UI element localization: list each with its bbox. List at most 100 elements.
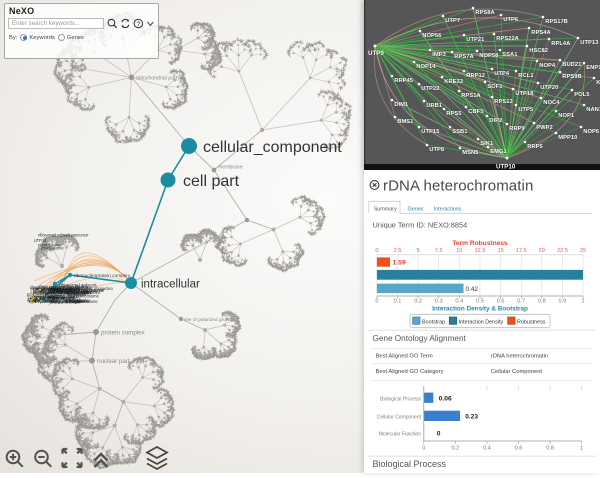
svg-text:RRP9: RRP9	[47, 295, 59, 300]
svg-text:12.5: 12.5	[475, 248, 486, 254]
svg-text:nuclear part: nuclear part	[97, 358, 130, 365]
svg-text:MPP10 complex: MPP10 complex	[51, 287, 81, 292]
svg-text:processome: processome	[27, 292, 50, 297]
svg-text:rRNA processing: rRNA processing	[29, 299, 60, 304]
svg-text:Cellular Component: Cellular Component	[377, 415, 422, 421]
svg-text:preribosome: preribosome	[50, 287, 73, 292]
svg-text:NOP58: NOP58	[33, 289, 47, 294]
svg-text:membrane: membrane	[218, 165, 243, 171]
svg-text:0.7: 0.7	[517, 299, 525, 305]
svg-text:preribosome: preribosome	[33, 291, 56, 296]
svg-text:processome: processome	[32, 295, 55, 300]
svg-text:RRP9: RRP9	[509, 126, 525, 132]
svg-text:ribosomal subunit precursor: ribosomal subunit precursor	[54, 287, 105, 292]
svg-text:rRNA processing: rRNA processing	[38, 284, 69, 289]
svg-text:0: 0	[437, 431, 441, 438]
svg-text:90S preribosome: 90S preribosome	[49, 300, 81, 305]
svg-text:t-UTP complex: t-UTP complex	[40, 296, 67, 301]
svg-text:NOP56: NOP56	[47, 297, 61, 302]
svg-text:UTP14: UTP14	[65, 290, 78, 295]
svg-text:cellular_component: cellular_component	[203, 139, 342, 156]
svg-text:IMP4 complex: IMP4 complex	[66, 290, 92, 295]
svg-text:RPS22A: RPS22A	[496, 36, 519, 42]
svg-text:RPS1A: RPS1A	[461, 93, 481, 99]
svg-text:Term Robustness: Term Robustness	[452, 240, 508, 247]
svg-text:MPP10 complex: MPP10 complex	[48, 294, 78, 299]
svg-text:mitochondrial part: mitochondrial part	[136, 76, 178, 82]
svg-text:90S preribosome: 90S preribosome	[68, 294, 100, 299]
svg-text:15: 15	[497, 248, 503, 254]
svg-text:RPS7A: RPS7A	[454, 54, 474, 60]
svg-text:SSA1: SSA1	[502, 52, 518, 58]
svg-text:IMP4 complex: IMP4 complex	[27, 298, 53, 303]
svg-text:small nucleolar ribonucleo: small nucleolar ribonucleo	[66, 286, 114, 291]
svg-text:URB1: URB1	[426, 103, 443, 109]
svg-text:5: 5	[417, 248, 420, 254]
svg-text:0: 0	[375, 248, 378, 254]
svg-text:0.1: 0.1	[394, 299, 402, 305]
svg-text:KR: KR	[596, 80, 600, 86]
svg-text:NOP58: NOP58	[479, 53, 499, 59]
svg-text:UTP4: UTP4	[494, 71, 510, 77]
svg-text:RRP9: RRP9	[30, 297, 42, 302]
svg-text:MSN5: MSN5	[462, 150, 479, 156]
svg-text:t-UTP complex: t-UTP complex	[31, 287, 58, 292]
svg-text:RRP12: RRP12	[466, 73, 485, 79]
svg-text:UTP14: UTP14	[34, 238, 47, 243]
svg-text:RPL4A: RPL4A	[551, 41, 571, 47]
svg-text:2.5: 2.5	[394, 248, 402, 254]
svg-text:POL5: POL5	[574, 92, 590, 98]
svg-text:Best Aligned GO Category: Best Aligned GO Category	[376, 369, 444, 375]
svg-text:site of polarized growth: site of polarized growth	[184, 317, 234, 323]
svg-text:0.23: 0.23	[465, 414, 478, 421]
svg-text:Molecular Function: Molecular Function	[379, 431, 421, 437]
svg-text:ribosome biogenesis: ribosome biogenesis	[49, 292, 87, 297]
svg-text:0.8: 0.8	[546, 446, 554, 452]
svg-text:KRE33: KRE33	[444, 79, 463, 85]
svg-text:NOC4: NOC4	[543, 100, 560, 106]
svg-text:NOP6: NOP6	[583, 129, 600, 135]
svg-text:RCL1: RCL1	[518, 73, 534, 79]
svg-text:Genes: Genes	[408, 207, 424, 213]
svg-text:BMS1: BMS1	[397, 119, 414, 125]
svg-text:UTP13: UTP13	[580, 40, 599, 46]
svg-text:UTP10: UTP10	[34, 295, 47, 300]
svg-text:EMG1: EMG1	[490, 149, 507, 155]
svg-text:10: 10	[456, 248, 462, 254]
svg-text:NAN1: NAN1	[586, 107, 600, 113]
svg-text:Interaction Density & Bootstra: Interaction Density & Bootstrap	[432, 305, 528, 312]
svg-text:SSU processome: SSU processome	[66, 299, 99, 304]
svg-text:small-subunit processome: small-subunit processome	[56, 288, 104, 293]
svg-text:0.9: 0.9	[559, 299, 567, 305]
svg-text:Biological Process: Biological Process	[380, 396, 421, 402]
svg-text:intracellular: intracellular	[141, 279, 200, 291]
svg-text:Bootstrap: Bootstrap	[422, 319, 445, 325]
svg-text:0.5: 0.5	[476, 299, 484, 305]
svg-text:RPS4A: RPS4A	[531, 30, 551, 36]
svg-text:NOP58: NOP58	[52, 289, 66, 294]
svg-text:NOP56: NOP56	[62, 296, 76, 301]
svg-text:DIM1: DIM1	[394, 102, 409, 108]
svg-text:90S preribosome: 90S preribosome	[34, 295, 66, 300]
svg-text:RPS9B: RPS9B	[562, 74, 581, 80]
svg-text:0.8: 0.8	[538, 299, 546, 305]
svg-text:0: 0	[375, 299, 378, 305]
svg-text:snoRNA binding: snoRNA binding	[59, 284, 89, 289]
svg-text:Unique Term ID: NEXO:8854: Unique Term ID: NEXO:8854	[373, 221, 468, 230]
svg-text:0.06: 0.06	[439, 396, 452, 403]
svg-text:ribonucleoprotein complex: ribonucleoprotein complex	[74, 273, 131, 279]
svg-text:small nucleolar ribonucleo: small nucleolar ribonucleo	[53, 290, 101, 295]
svg-text:0: 0	[422, 446, 425, 452]
svg-text:RRP9: RRP9	[46, 299, 58, 304]
svg-text:0.4: 0.4	[455, 299, 463, 305]
svg-text:NOP14: NOP14	[416, 64, 436, 70]
svg-text:NOP4: NOP4	[539, 63, 556, 69]
svg-text:PWP2: PWP2	[536, 125, 552, 131]
svg-text:ribosome biogenesis: ribosome biogenesis	[52, 290, 90, 295]
svg-text:snoRNA binding: snoRNA binding	[33, 290, 63, 295]
svg-text:small nucleolar ribonucleo: small nucleolar ribonucleo	[36, 286, 84, 291]
svg-text:t-UTP complex: t-UTP complex	[48, 290, 75, 295]
svg-text:RPS5: RPS5	[446, 111, 462, 117]
svg-text:UTP4 complex: UTP4 complex	[65, 290, 92, 295]
svg-text:ribosomal subunit precursor: ribosomal subunit precursor	[30, 285, 81, 290]
